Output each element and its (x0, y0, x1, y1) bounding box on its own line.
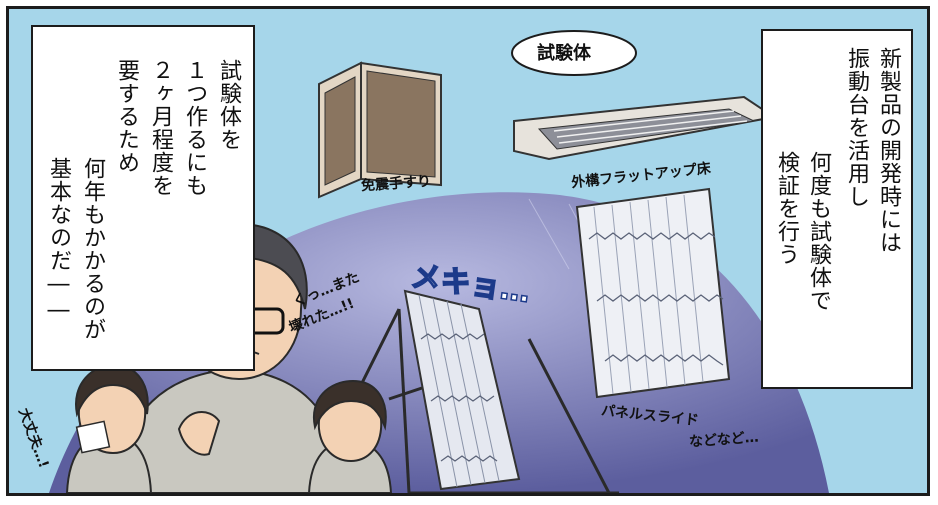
right-caption-col2: 振動台を活用し (844, 47, 869, 208)
left-caption-col6: 基本なのだ―― (46, 157, 71, 324)
right-caption-col1: 新製品の開発時には (876, 47, 901, 254)
shake-table-rig (337, 289, 619, 493)
right-caption-box: 新製品の開発時には 振動台を活用し 何度も試験体で 検証を行う (761, 29, 913, 389)
left-caption-col3: ２ヶ月程度を (148, 59, 173, 197)
left-caption-col2: １つ作るにも (182, 59, 207, 197)
crying-young-man (65, 363, 153, 493)
left-caption-col4: 要するため (114, 59, 139, 174)
left-caption-col5: 何年もかかるのが (80, 157, 105, 341)
comic-panel: 試験体を １つ作るにも ２ヶ月程度を 要するため 何年もかかるのが 基本なのだ―… (6, 6, 930, 496)
test-body-bubble (511, 30, 637, 76)
right-caption-col4: 検証を行う (774, 151, 799, 266)
seismic-rail-sample (318, 61, 442, 199)
left-caption-box: 試験体を １つ作るにも ２ヶ月程度を 要するため 何年もかかるのが 基本なのだ―… (31, 25, 255, 371)
right-caption-col3: 何度も試験体で (806, 151, 831, 312)
left-caption-col1: 試験体を (216, 59, 241, 151)
young-man-right (307, 379, 393, 493)
test-body-label: 試験体 (537, 43, 591, 64)
flat-up-floor-sample (513, 95, 777, 161)
panel-slide-sample (575, 187, 731, 399)
